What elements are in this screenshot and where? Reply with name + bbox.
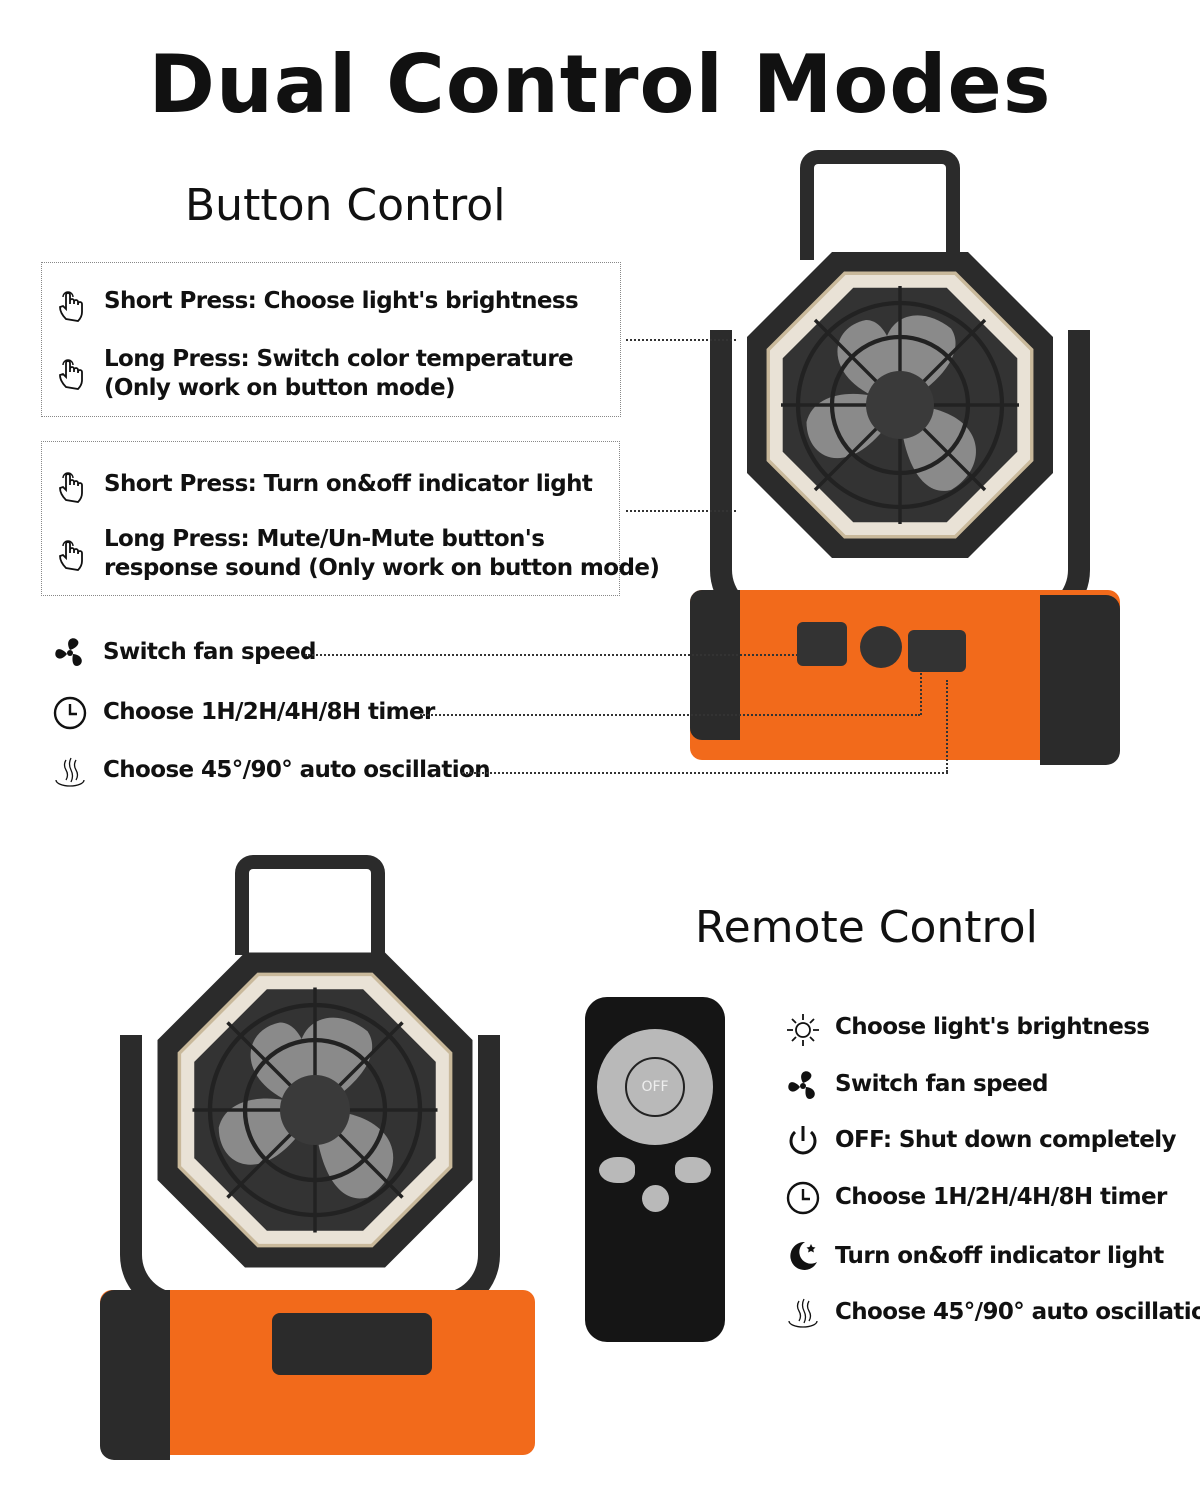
sun-icon: [783, 1010, 823, 1050]
instruction-text: Short Press: Choose light's brightness: [104, 288, 579, 314]
remote-feature-text: Choose 45°/90° auto oscillation: [835, 1299, 1200, 1325]
oscillation-icon: [783, 1293, 823, 1333]
timer-text: Choose 1H/2H/4H/8H timer: [103, 699, 435, 725]
remote-feature-text: Turn on&off indicator light: [835, 1243, 1164, 1269]
remote-feature-text: Choose light's brightness: [835, 1014, 1150, 1040]
moon-star-icon: [783, 1236, 823, 1276]
clock-icon: [783, 1178, 823, 1218]
hand-press-light-icon: [52, 285, 92, 325]
instruction-note: response sound (Only work on button mode…: [104, 555, 660, 581]
hand-press-indicator-off-icon: [52, 466, 92, 506]
fan-icon: [50, 633, 90, 673]
button-group-indicator: Short Press: Turn on&off indicator light…: [41, 441, 660, 596]
remote-control-image: OFF: [585, 997, 725, 1342]
fan-product-image-top: [690, 150, 1120, 770]
fan-product-image-bottom: [100, 855, 535, 1460]
instruction-text: Short Press: Turn on&off indicator light: [104, 471, 593, 497]
instruction-note: (Only work on button mode): [104, 375, 456, 401]
power-icon: [783, 1121, 823, 1161]
remote-off-button: OFF: [625, 1057, 685, 1117]
remote-control-heading: Remote Control: [695, 902, 1038, 953]
fan-speed-text: Switch fan speed: [103, 639, 316, 665]
clock-icon: [50, 693, 90, 733]
button-group-light: Short Press: Choose light's brightness L…: [41, 262, 621, 417]
instruction-text: Long Press: Switch color temperature: [104, 346, 574, 372]
hand-press-thermometer-icon: [52, 353, 92, 393]
hand-press-mute-icon: [52, 534, 92, 574]
oscillation-text: Choose 45°/90° auto oscillation: [103, 757, 491, 783]
instruction-text: Long Press: Mute/Un-Mute button's: [104, 526, 545, 552]
button-control-heading: Button Control: [185, 180, 506, 231]
oscillation-icon: [50, 752, 90, 792]
remote-feature-text: OFF: Shut down completely: [835, 1127, 1177, 1153]
remote-feature-text: Choose 1H/2H/4H/8H timer: [835, 1184, 1167, 1210]
fan-icon: [783, 1066, 823, 1106]
remote-feature-text: Switch fan speed: [835, 1071, 1048, 1097]
page-title: Dual Control Modes: [148, 38, 1052, 131]
